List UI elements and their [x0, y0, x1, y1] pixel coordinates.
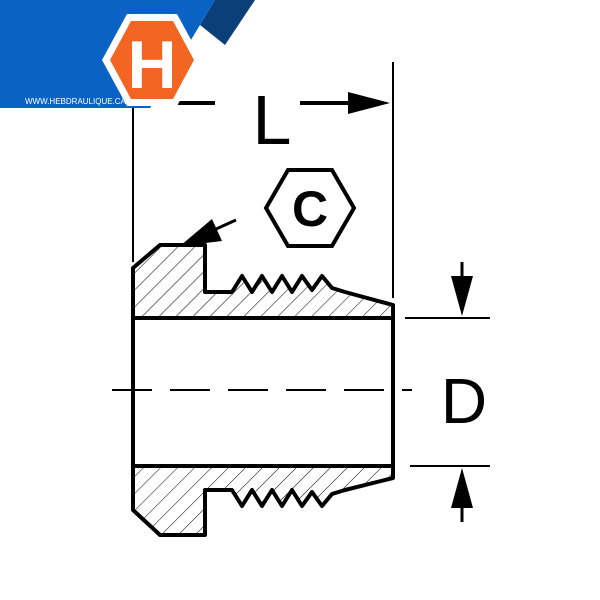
logo-url: WWW.HEBDRAULIQUE.CA [25, 97, 127, 106]
arrow-down-icon [451, 276, 473, 316]
hex-label: C [292, 181, 328, 237]
arrow-up-icon [451, 468, 473, 508]
diameter-label: D [441, 365, 487, 437]
hex-symbol [263, 168, 357, 248]
upper-wall-section [131, 243, 395, 320]
arrow-to-chamfer-icon [180, 219, 222, 246]
arrow-right-icon [348, 92, 390, 114]
lower-wall-section [131, 464, 395, 537]
brand-logo: H WWW.HEBDRAULIQUE.CA [0, 0, 255, 108]
length-label: L [253, 81, 292, 159]
logo-letter: H [127, 27, 176, 103]
